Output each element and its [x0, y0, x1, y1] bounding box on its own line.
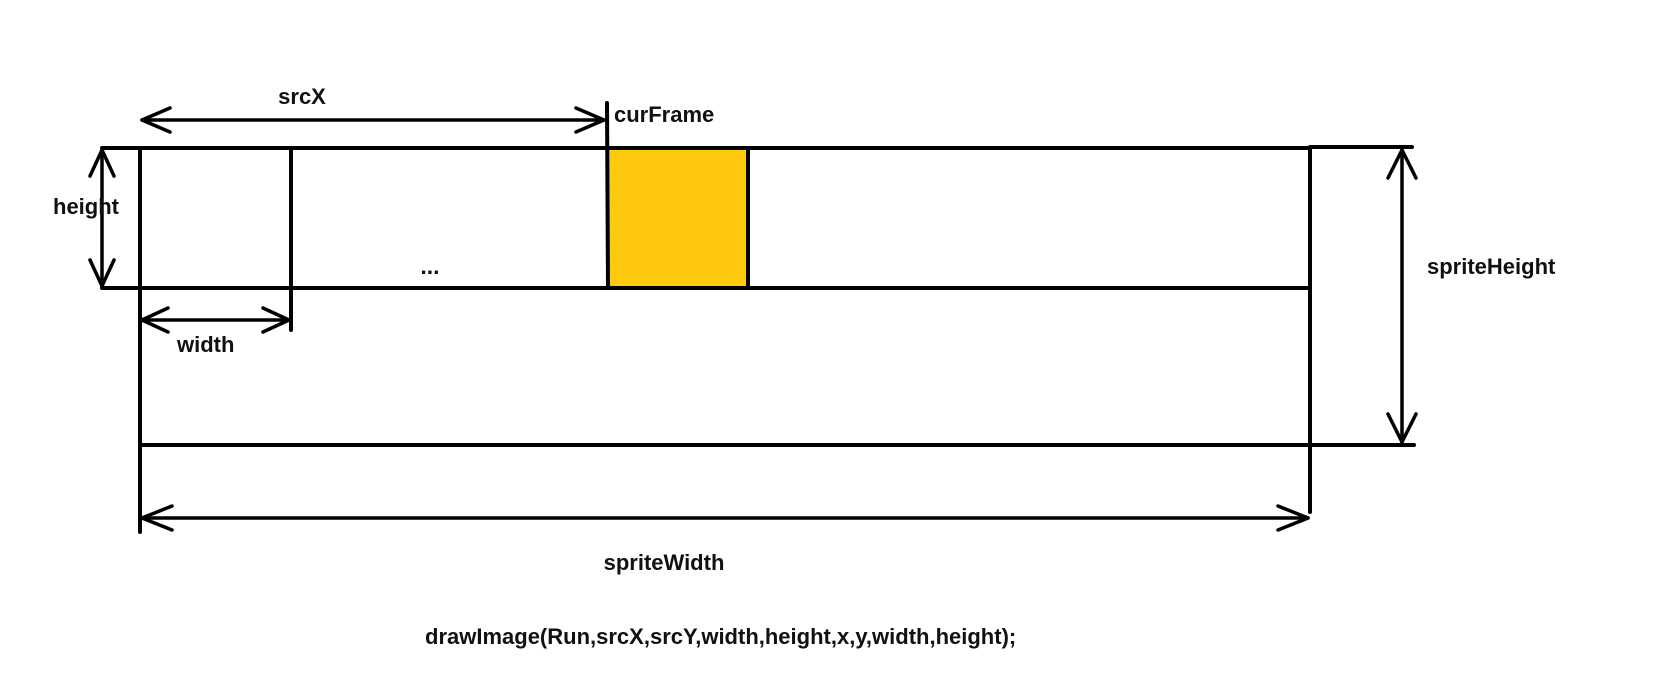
- sprite-height-label: spriteHeight: [1427, 254, 1556, 279]
- src-x-arrow: [140, 106, 606, 134]
- frame-dividers: [289, 101, 750, 332]
- width-label: width: [176, 332, 234, 357]
- draw-image-code: drawImage(Run,srcX,srcY,width,height,x,y…: [425, 624, 1016, 649]
- height-arrow: [88, 148, 116, 288]
- height-label: height: [53, 194, 120, 219]
- sprite-width-arrow: [140, 504, 1310, 532]
- width-arrow: [140, 306, 291, 334]
- sprite-height-arrow: [1386, 148, 1418, 444]
- ellipsis-label: ...: [420, 253, 439, 279]
- current-frame-cell: [608, 148, 748, 288]
- cur-frame-label: curFrame: [614, 102, 714, 127]
- src-x-label: srcX: [278, 84, 326, 109]
- sprite-width-label: spriteWidth: [604, 550, 725, 575]
- sprite-sheet-outline: [100, 145, 1416, 534]
- current-frame-left-divider: [605, 101, 610, 290]
